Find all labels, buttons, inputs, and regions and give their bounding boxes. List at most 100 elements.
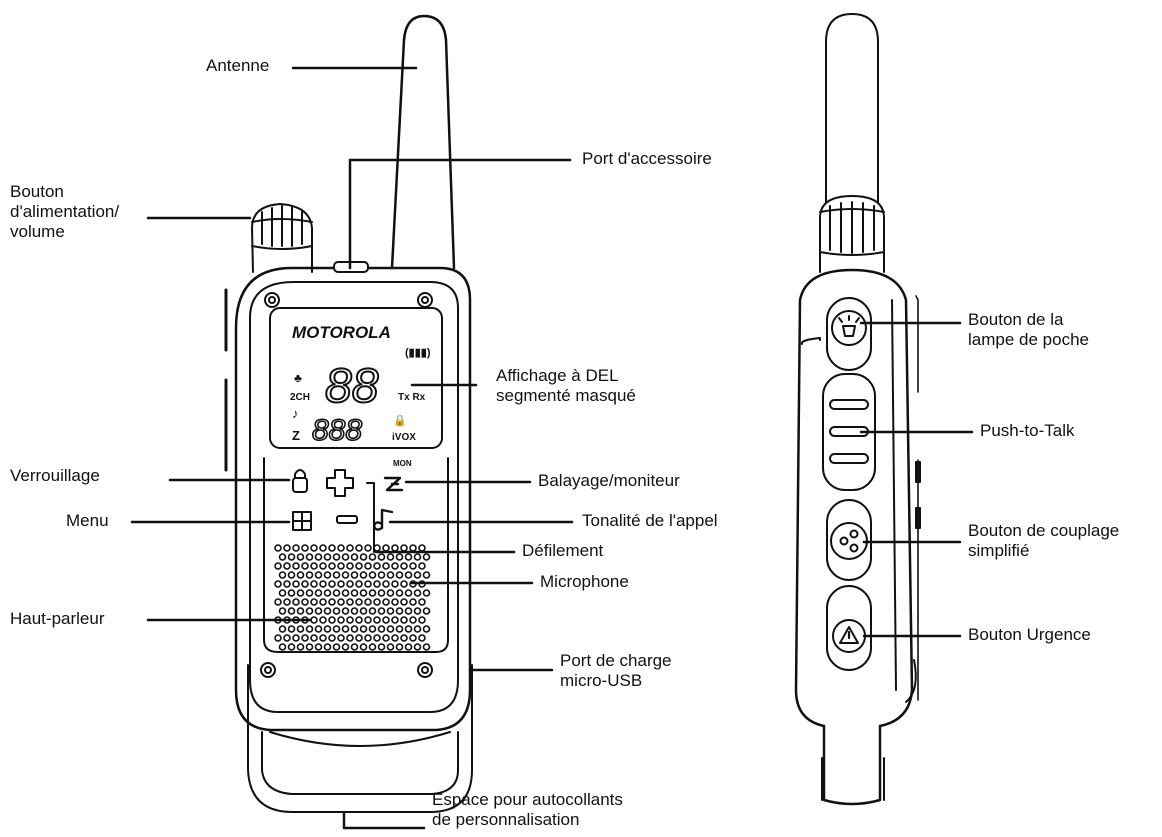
- grille-dot: [413, 643, 422, 651]
- grille-dot: [413, 625, 422, 633]
- vox-indicator: iVOX: [392, 432, 416, 443]
- label-menu: Menu: [66, 511, 109, 530]
- front-leader-lines: [130, 66, 574, 830]
- plus-button-icon: [326, 469, 354, 497]
- grille-dot: [346, 598, 354, 606]
- grille-dot: [400, 580, 408, 588]
- grille-dot: [301, 562, 309, 570]
- grille-dot: [368, 607, 377, 615]
- flashlight-button: [826, 297, 872, 371]
- grille-dot: [364, 598, 372, 606]
- grille-dot: [418, 598, 426, 606]
- grille-dot: [310, 562, 318, 570]
- grille-dot: [292, 580, 300, 588]
- grille-dot: [314, 571, 323, 579]
- label-ptt: Push-to-Talk: [980, 421, 1075, 440]
- grille-dot: [310, 616, 318, 624]
- grille-dot: [287, 643, 296, 651]
- grille-dot: [314, 589, 323, 597]
- grille-dot: [395, 571, 404, 579]
- grille-dot: [341, 571, 350, 579]
- grille-dot: [274, 562, 282, 570]
- channel-tag: 2CH: [290, 392, 310, 403]
- grille-dot: [323, 589, 332, 597]
- grille-dot: [346, 562, 354, 570]
- monitor-tag: MON: [393, 459, 412, 468]
- grille-dot: [319, 616, 327, 624]
- lock-button-icon: [292, 469, 308, 493]
- grille-dot: [386, 571, 395, 579]
- grille-dot: [332, 571, 341, 579]
- grille-dot: [382, 598, 390, 606]
- battery-indicator: (▮▮▮): [405, 347, 431, 359]
- grille-dot: [395, 589, 404, 597]
- grille-dot: [319, 562, 327, 570]
- grille-dot: [382, 544, 390, 552]
- grille-dot: [355, 562, 363, 570]
- grille-dot: [377, 625, 386, 633]
- grille-dot: [350, 571, 359, 579]
- grille-dot: [409, 598, 417, 606]
- grille-dot: [413, 553, 422, 561]
- grille-dot: [395, 625, 404, 633]
- bell-icon: ♣: [294, 371, 302, 385]
- grille-dot: [373, 598, 381, 606]
- lcd-contents: MOTOROLA (▮▮▮) 88 ♣ 2CH Tx Rx ♪ 888 Z 🔒 …: [290, 323, 431, 468]
- minus-button-icon: [336, 515, 358, 524]
- grille-dot: [386, 589, 395, 597]
- side-body: [794, 268, 914, 806]
- label-microphone: Microphone: [540, 572, 629, 591]
- grille-dot: [364, 580, 372, 588]
- grille-dot: [337, 562, 345, 570]
- grille-dot: [278, 625, 287, 633]
- grille-dot: [337, 634, 345, 642]
- side-knob: [819, 195, 885, 273]
- grille-dot: [386, 643, 395, 651]
- grille-dot: [355, 634, 363, 642]
- grille-dot: [395, 553, 404, 561]
- grille-dot: [377, 643, 386, 651]
- grille-dot: [323, 571, 332, 579]
- grille-dot: [422, 553, 431, 561]
- grille-dot: [377, 607, 386, 615]
- grille-dot: [350, 607, 359, 615]
- grille-dot: [404, 589, 413, 597]
- grille-dot: [283, 562, 291, 570]
- grille-dot: [404, 571, 413, 579]
- grille-dot: [337, 598, 345, 606]
- grille-dot: [391, 580, 399, 588]
- grille-dot: [364, 616, 372, 624]
- label-espace: Espace pour autocollants de personnalisa…: [432, 790, 623, 829]
- grille-dot: [274, 580, 282, 588]
- grille-dot: [418, 562, 426, 570]
- grille-dot: [391, 634, 399, 642]
- grille-dot: [296, 607, 305, 615]
- grille-dot: [283, 544, 291, 552]
- grille-dot: [301, 580, 309, 588]
- grille-dot: [310, 544, 318, 552]
- menu-button-icon: [292, 511, 312, 531]
- grille-dot: [346, 634, 354, 642]
- grille-dot: [287, 625, 296, 633]
- grille-dot: [404, 607, 413, 615]
- grille-dot: [296, 589, 305, 597]
- grille-dot: [359, 553, 368, 561]
- label-lampe: Bouton de la lampe de poche: [968, 310, 1089, 349]
- grille-dot: [350, 625, 359, 633]
- grille-dot: [278, 643, 287, 651]
- grille-dot: [404, 625, 413, 633]
- label-defilement: Défilement: [522, 541, 604, 560]
- side-leader-lines: [859, 321, 974, 638]
- grille-dot: [305, 643, 314, 651]
- z-icon: Z: [292, 428, 300, 443]
- grille-dot: [283, 634, 291, 642]
- grille-dot: [305, 607, 314, 615]
- grille-dot: [314, 625, 323, 633]
- grille-dot: [301, 598, 309, 606]
- grille-dot: [391, 544, 399, 552]
- grille-dot: [341, 607, 350, 615]
- grille-dot: [422, 643, 431, 651]
- grille-dot: [373, 580, 381, 588]
- grille-dot: [319, 634, 327, 642]
